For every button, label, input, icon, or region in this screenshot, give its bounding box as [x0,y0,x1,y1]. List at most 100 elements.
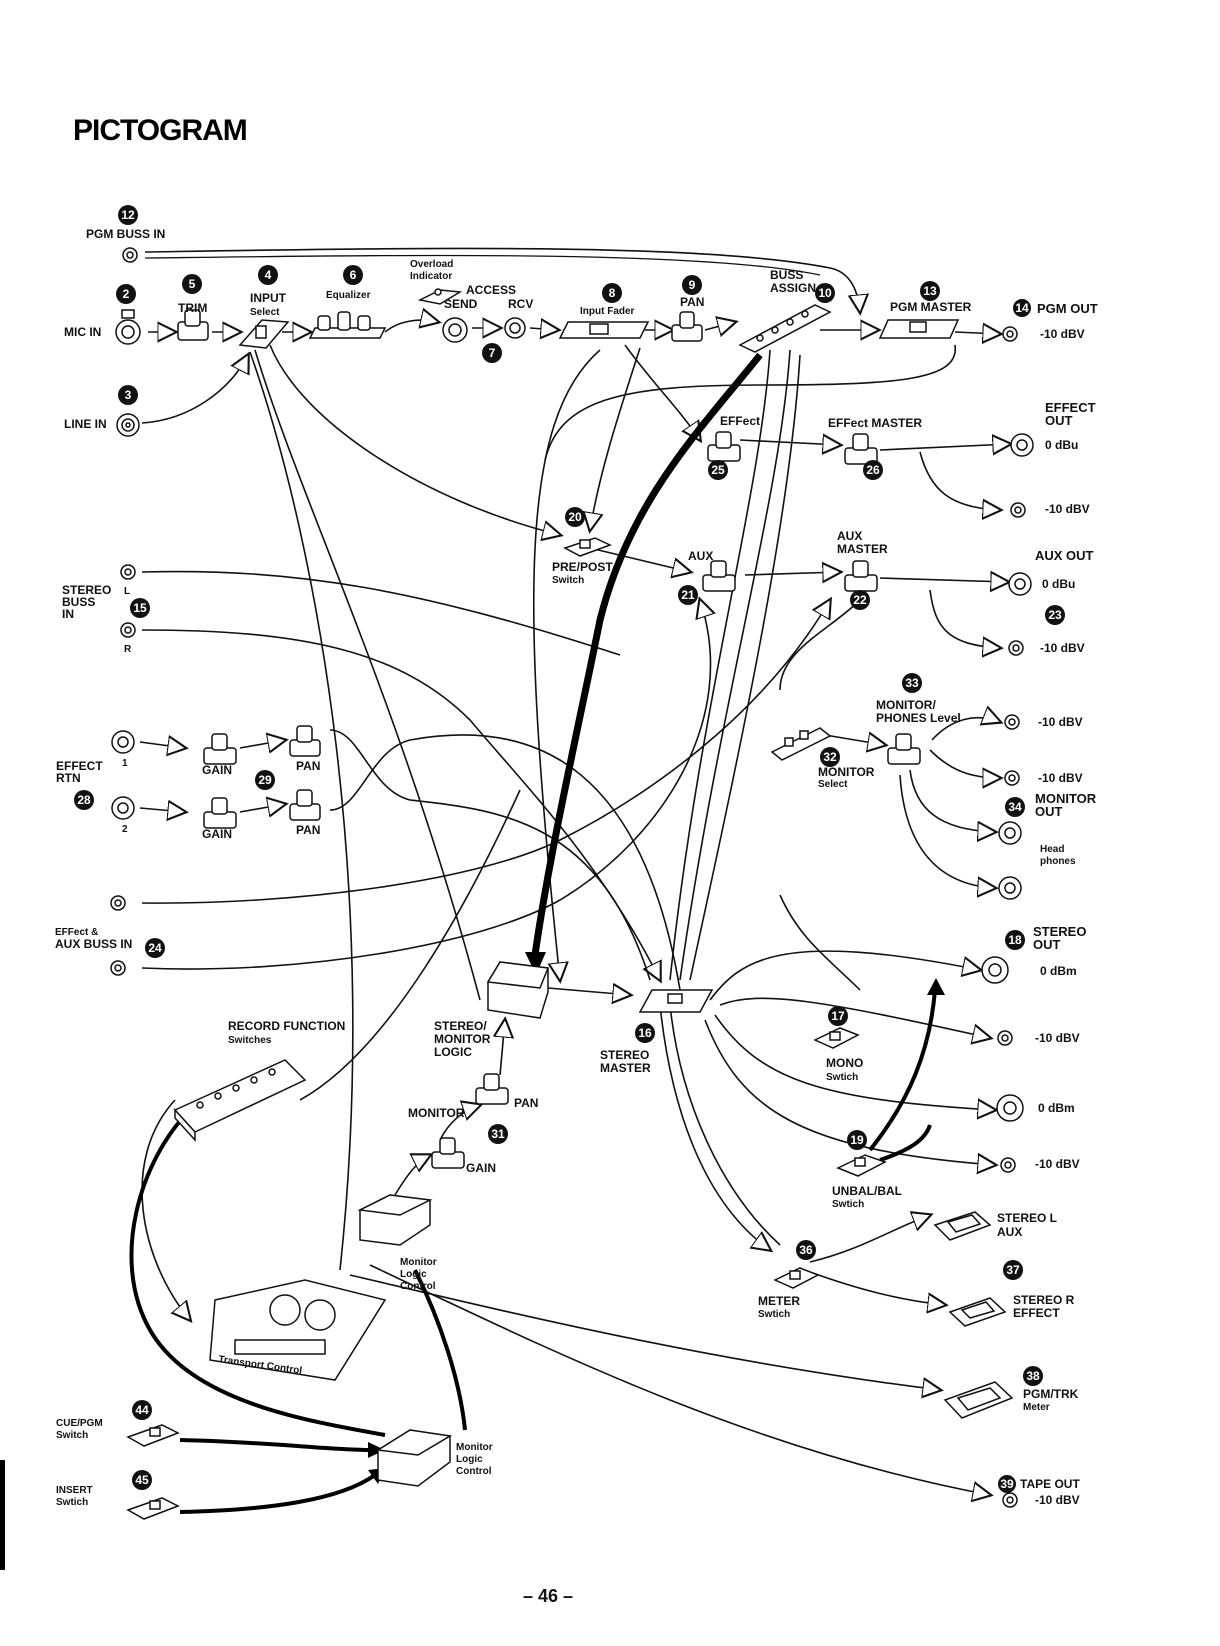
label-pgm-out-level: -10 dBV [1040,327,1085,341]
marker-22: 22 [850,590,870,610]
label-send: SEND [444,297,478,311]
wire-stout-0dbm-a [709,950,980,1001]
marker-8: 8 [602,283,622,303]
aux-knob [702,560,736,592]
marker-17: 17 [828,1006,848,1026]
svg-text:36: 36 [799,1243,813,1257]
label-overload-2: Indicator [410,271,452,282]
label-monitor-logic-b-1: Monitor [456,1442,493,1453]
wire-tape-out [369,1264,990,1495]
label-pan-mon: PAN [514,1096,538,1110]
monitor-m10b-jack [1004,770,1020,786]
wire-logic-gain [394,1155,430,1196]
wire-unbal-up-1 [868,989,937,1152]
marker-20: 20 [565,507,585,527]
monitor-pan-knob [475,1073,509,1105]
label-pre-post-2: Switch [552,575,584,586]
marker-13: 13 [920,281,940,301]
access-send-jack [442,317,468,343]
wire-rtn2-gain [139,808,185,812]
marker-28: 28 [74,790,94,810]
wire-line-in [141,355,248,424]
marker-6: 6 [343,265,363,285]
label-insert-1: INSERT [56,1485,93,1496]
label-stereo-monitor-logic-1: STEREO/ [434,1019,487,1033]
wire-assign-left [532,349,601,980]
label-effect-out-2: OUT [1045,413,1073,428]
label-tape-out-level: -10 dBV [1035,1493,1080,1507]
label-pgm-trk-1: PGM/TRK [1023,1387,1079,1401]
marker-45: 45 [132,1470,152,1490]
label-unbal-2: Swtich [832,1199,864,1210]
label-stereo-buss-in-3: IN [62,607,74,621]
marker-34: 34 [1005,797,1025,817]
label-stereo-l-aux-1: STEREO L [997,1211,1057,1225]
headphones-jack-2 [998,876,1022,900]
label-stereo-out-1: STEREO [1033,924,1086,939]
wire-pgm-buss-2 [144,254,821,276]
svg-text:44: 44 [135,1403,149,1417]
wire-logic-stmaster [547,988,630,995]
label-gain-b: GAIN [202,827,232,841]
wire-logic-b-up [413,1269,467,1431]
wire-to-meter-1 [659,1004,770,1250]
label-monitor-select-2: Select [818,779,848,790]
equalizer-knobs [308,311,387,339]
marker-10: 10 [815,283,835,303]
stereo-out-m10-b-jack [1000,1157,1016,1173]
svg-text:18: 18 [1008,933,1022,947]
label-mono-2: Swtich [826,1072,858,1083]
label-monitor: MONITOR [408,1106,465,1120]
effect-rtn-2-pan-knob [289,789,321,821]
tape-recorder [209,1279,387,1381]
stereo-master-fader [638,989,714,1013]
number-markers: 12 2 5 4 6 7 8 9 10 13 14 3 25 26 20 21 … [74,205,1065,1493]
label-stereo-master-1: STEREO [600,1048,649,1062]
stereo-out-m10-a-jack [997,1030,1013,1046]
label-stereo-r-eff-1: STEREO R [1013,1293,1075,1307]
label-pgm-trk-2: Meter [1023,1402,1050,1413]
marker-21: 21 [678,585,698,605]
label-pre-post-1: PRE/POST [552,560,613,574]
label-monitor-phones-m10b: -10 dBV [1038,771,1083,785]
aux-out-m10-jack [1008,640,1024,656]
wire-thick-black-head [525,952,546,975]
label-input-select-1: INPUT [250,291,287,305]
monitor-select-switch [770,727,832,761]
wire-effect-master [739,440,840,445]
label-monitor-out-2: OUT [1035,804,1063,819]
wire-rec-black [129,1108,386,1437]
marker-38: 38 [1023,1366,1043,1386]
wire-rtn-cross-1 [329,729,651,981]
marker-5: 5 [182,274,202,294]
svg-text:26: 26 [866,463,880,477]
svg-text:20: 20 [568,510,582,524]
label-stereo-out-2: OUT [1033,937,1061,952]
effect-out-m10-jack [1010,502,1026,518]
marker-24: 24 [145,938,165,958]
svg-text:10: 10 [818,286,832,300]
label-monitor-logic-a-3: Control [400,1281,436,1292]
label-effect-rtn-2: RTN [56,771,81,785]
label-monitor-out-1: MONITOR [1035,791,1097,806]
svg-text:8: 8 [609,286,616,300]
label-stereo-buss-in-2: BUSS [62,595,95,609]
svg-text:3: 3 [125,388,132,402]
label-monitor-phones-2: PHONES Level [876,711,961,725]
stereo-out-0dbm-b-connector [996,1094,1024,1122]
label-effect-master: EFFect MASTER [828,416,922,430]
marker-39: 39 [998,1475,1016,1493]
insert-switch [126,1497,180,1520]
label-l: L [124,586,130,597]
wire-rec-recorder-1 [141,1099,190,1320]
label-pgm-buss-in: PGM BUSS IN [86,227,165,241]
wire-pan-logic [500,1020,505,1076]
label-headphones-1: Head [1040,844,1064,855]
headphones-jack-1 [998,821,1022,845]
marker-36: 36 [796,1240,816,1260]
overload-indicator [417,288,463,305]
label-eff-aux-buss-in-2: AUX BUSS IN [55,937,132,951]
marker-14: 14 [1013,299,1031,317]
label-tape-out: TAPE OUT [1020,1477,1080,1491]
label-monitor-logic-a-2: Logic [400,1269,427,1280]
